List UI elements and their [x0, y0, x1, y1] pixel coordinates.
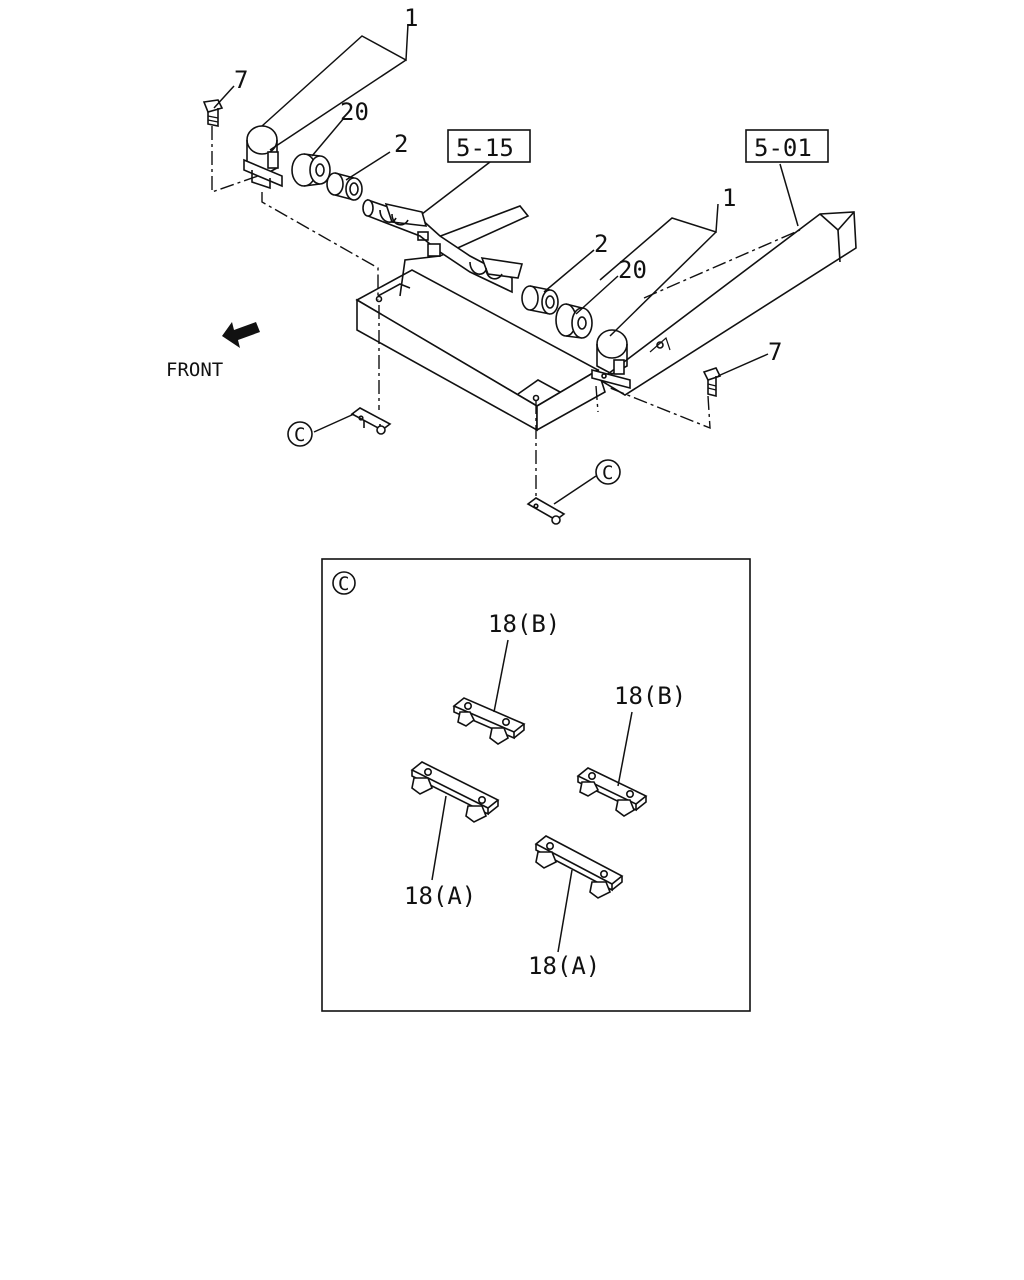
leader-lines: [213, 23, 799, 505]
stabilizer-bar: [362, 198, 524, 294]
bracket-right: [591, 329, 631, 390]
ref-box-5-15: [447, 129, 531, 163]
leader-18a-right: [557, 869, 573, 953]
callout-20-left: 20: [340, 98, 369, 126]
callout-7-right: 7: [768, 338, 782, 366]
label-plate-18a-left: 18(A): [404, 882, 476, 910]
plate-18b-right: [576, 767, 648, 817]
callout-20-right: 20: [618, 256, 647, 284]
plate-18a-left: [410, 761, 500, 823]
callout-2-left: 2: [394, 130, 408, 158]
svg-text:C: C: [338, 573, 349, 595]
label-plate-18b-right: 18(B): [614, 682, 686, 710]
bolt-left: [202, 99, 224, 127]
leader-18a-left: [431, 795, 447, 881]
detail-c-box: [321, 558, 751, 1012]
callout-7-left: 7: [234, 66, 248, 94]
svg-text:C: C: [294, 424, 305, 446]
plate-18b-upper: [452, 697, 526, 745]
bushing-2-left: [326, 172, 363, 201]
svg-text:C: C: [602, 462, 613, 484]
bushing-20-right: [555, 303, 593, 339]
ref-box-5-01: [745, 129, 829, 163]
detail-c-marker-left: C: [287, 421, 313, 447]
callout-1-right: 1: [722, 184, 736, 212]
label-plate-18b-upper: 18(B): [488, 610, 560, 638]
bracket-left: [243, 125, 283, 190]
ref-5-15: 5-15: [456, 134, 514, 162]
assembly-lines: [211, 126, 801, 498]
clamp-plate-lower-center: [526, 497, 566, 525]
detail-c-title-marker: C: [332, 571, 356, 595]
leader-18b-upper: [493, 639, 509, 713]
bolt-right: [702, 367, 722, 398]
front-label: FRONT: [166, 359, 223, 381]
clamp-plate-lower-left: [350, 407, 392, 435]
bushing-2-right: [521, 285, 559, 315]
ref-5-01: 5-01: [754, 134, 812, 162]
frame-crossmember: [355, 269, 606, 432]
leader-18b-right: [617, 711, 633, 787]
label-plate-18a-right: 18(A): [528, 952, 600, 980]
frame-side-rail-right: [598, 211, 857, 396]
callout-2-right: 2: [594, 230, 608, 258]
bushing-20-left: [291, 153, 331, 187]
callout-1-left: 1: [404, 4, 418, 32]
plate-18a-right: [534, 835, 624, 899]
detail-c-marker-right: C: [595, 459, 621, 485]
front-arrow-icon: [222, 322, 260, 348]
